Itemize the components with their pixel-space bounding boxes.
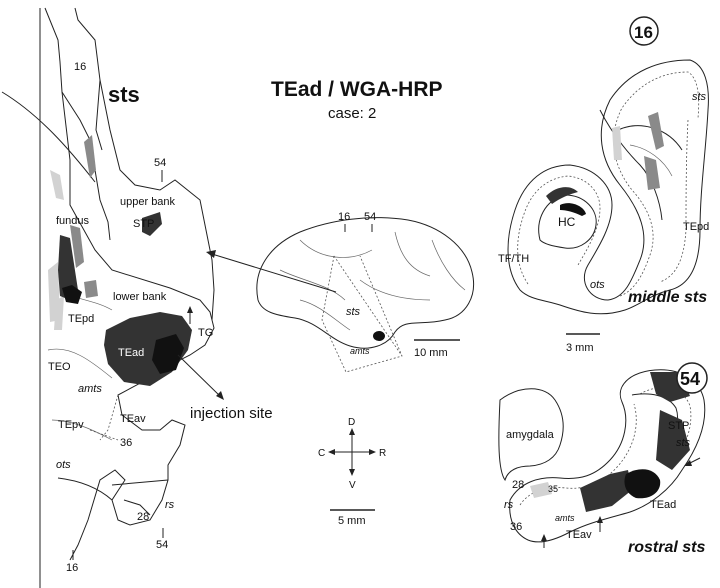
brain-label-16: 16 xyxy=(338,211,350,223)
amygdala-outline xyxy=(498,388,564,482)
orientation-compass: D V C R 5 mm xyxy=(318,417,386,527)
rostral-label-36: 36 xyxy=(510,521,522,533)
figure-title: TEad / WGA-HRP xyxy=(271,78,443,101)
label-amts: amts xyxy=(78,383,102,395)
rostral-caption: rostral sts xyxy=(628,539,705,556)
compass-caudal: C xyxy=(318,448,325,459)
rostral-label-amts: amts xyxy=(555,513,575,523)
compass-scale-label: 5 mm xyxy=(338,515,366,527)
label-ots: ots xyxy=(56,459,71,471)
rostral-label-35: 35 xyxy=(548,484,558,494)
rostral-label-stp: STP xyxy=(668,420,689,432)
compass-dorsal: D xyxy=(348,417,355,428)
rostral-sts-section: 54 amygdala STP sts 28 35 rs TEad amts 3… xyxy=(498,362,708,556)
middle-number: 16 xyxy=(634,23,653,42)
rostral-label-sts: sts xyxy=(676,437,691,449)
rostral-label-28: 28 xyxy=(512,479,524,491)
label-stp: STP xyxy=(133,218,154,230)
label-upper-bank: upper bank xyxy=(120,196,176,208)
label-bottom-16: 16 xyxy=(66,562,78,574)
middle-label-hc: HC xyxy=(558,215,576,229)
label-lower-bank: lower bank xyxy=(113,291,167,303)
compass-ventral: V xyxy=(349,480,356,491)
injection-core xyxy=(152,334,184,374)
label-tepv: TEpv xyxy=(58,419,84,431)
brain-lateral-view: 16 54 sts amts 10 mm xyxy=(206,211,474,373)
rostral-injection-core xyxy=(624,469,661,499)
label-upper-54: 54 xyxy=(154,157,166,169)
middle-section-outline xyxy=(507,59,709,315)
rostral-section-outline xyxy=(509,369,706,543)
label-tg: TG xyxy=(198,327,213,339)
middle-label-tfth: TF/TH xyxy=(498,253,529,265)
middle-label-ots: ots xyxy=(590,279,605,291)
label-fundus: fundus xyxy=(56,215,90,227)
brain-scale-label: 10 mm xyxy=(414,347,448,359)
middle-caption: middle sts xyxy=(628,289,707,306)
label-teav: TEav xyxy=(120,413,146,425)
middle-sts-section: 16 sts HC TEpd TF/TH ots middle sts 3 mm xyxy=(498,16,709,354)
label-tepd: TEpd xyxy=(68,313,94,325)
brain-injection-dot xyxy=(373,331,385,341)
label-36: 36 xyxy=(120,437,132,449)
brain-label-sts: sts xyxy=(346,306,361,318)
label-rs: rs xyxy=(165,499,175,511)
label-top-16: 16 xyxy=(74,61,86,73)
middle-scale-label: 3 mm xyxy=(566,342,594,354)
middle-number-circle xyxy=(629,16,659,46)
brain-outline xyxy=(256,217,474,349)
middle-label-tepd: TEpd xyxy=(683,221,709,233)
flat-map-heading: sts xyxy=(108,82,140,107)
rostral-number-circle xyxy=(676,362,708,394)
flat-map-outline xyxy=(44,7,215,561)
injection-site-label: injection site xyxy=(190,405,273,422)
label-bottom-54: 54 xyxy=(156,539,168,551)
label-teo: TEO xyxy=(48,361,71,373)
brain-label-amts: amts xyxy=(350,346,370,356)
middle-label-sts: sts xyxy=(692,91,707,103)
brain-label-54: 54 xyxy=(364,211,376,223)
label-28: 28 xyxy=(137,511,149,523)
rostral-number: 54 xyxy=(680,369,700,389)
rostral-label-teav: TEav xyxy=(566,529,592,541)
rostral-label-tead: TEad xyxy=(650,499,676,511)
compass-rostral: R xyxy=(379,448,386,459)
flat-map: sts 16 54 upper bank STP fundus lower ba… xyxy=(1,7,273,588)
label-tead: TEad xyxy=(118,347,144,359)
rostral-label-rs: rs xyxy=(504,499,514,511)
figure-subtitle: case: 2 xyxy=(328,105,376,122)
rostral-label-amygdala: amygdala xyxy=(506,429,555,441)
